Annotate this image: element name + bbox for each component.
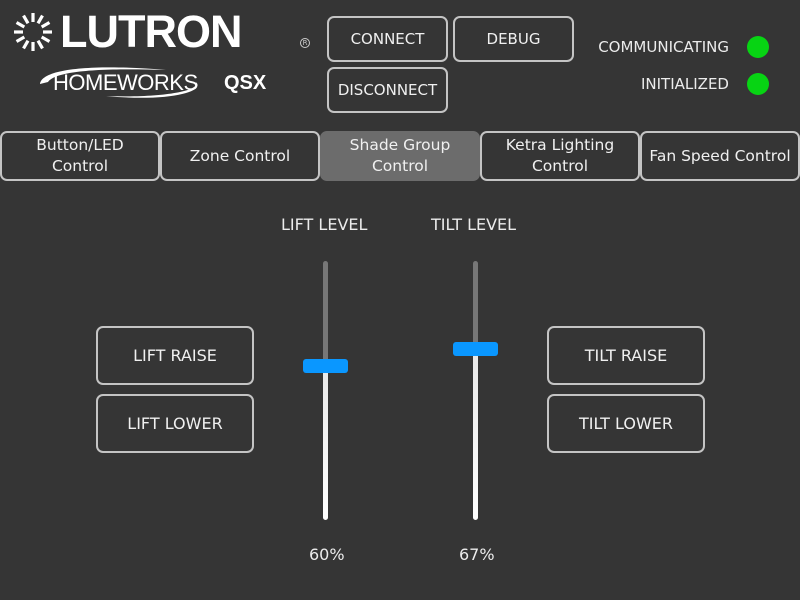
homeworks-wordmark: HOMEWORKS — [53, 70, 198, 95]
communicating-label: COMMUNICATING — [598, 38, 729, 56]
lift-lower-button[interactable]: LIFT LOWER — [96, 394, 254, 453]
lift-raise-label: LIFT RAISE — [133, 346, 217, 365]
tab-zone-control[interactable]: Zone Control — [160, 131, 320, 181]
initialized-label: INITIALIZED — [640, 75, 729, 93]
lutron-wordmark: LUTRON — [60, 6, 242, 57]
tab-button-led-control[interactable]: Button/LED Control — [0, 131, 160, 181]
tab-label-line2: Control — [531, 157, 589, 175]
tab-label-line1: Zone Control — [189, 146, 291, 165]
tab-label-line1: Ketra Lighting — [505, 136, 615, 154]
tilt-track-upper[interactable] — [473, 261, 478, 349]
registered-mark: R — [300, 38, 310, 48]
lift-track-upper[interactable] — [323, 261, 328, 365]
tab-label-line2: Control — [51, 157, 108, 175]
debug-button[interactable]: DEBUG — [453, 16, 574, 62]
tab-fan-speed-control[interactable]: Fan Speed Control — [640, 131, 800, 181]
lift-level-value: 60% — [309, 545, 345, 564]
lift-track-filled[interactable] — [323, 365, 328, 520]
debug-label: DEBUG — [486, 29, 541, 48]
tilt-level-value: 67% — [459, 545, 495, 564]
tilt-lower-button[interactable]: TILT LOWER — [547, 394, 705, 453]
tilt-raise-button[interactable]: TILT RAISE — [547, 326, 705, 385]
lift-raise-button[interactable]: LIFT RAISE — [96, 326, 254, 385]
tilt-raise-label: TILT RAISE — [584, 346, 668, 365]
disconnect-label: DISCONNECT — [337, 80, 438, 99]
qsx-wordmark: QSX — [224, 72, 267, 94]
tab-label-line2: Control — [371, 157, 429, 175]
lift-lower-label: LIFT LOWER — [127, 414, 223, 433]
connect-label: CONNECT — [350, 29, 425, 48]
lift-slider-handle[interactable] — [303, 359, 348, 373]
connect-button[interactable]: CONNECT — [327, 16, 448, 62]
swoosh-icon — [40, 67, 198, 98]
tab-label-line1: Fan Speed Control — [649, 146, 791, 165]
sunburst-icon — [14, 13, 52, 51]
tab-label-line1: Shade Group — [349, 136, 451, 154]
disconnect-button[interactable]: DISCONNECT — [327, 67, 448, 113]
initialized-indicator-icon — [747, 73, 769, 95]
lift-level-title: LIFT LEVEL — [281, 215, 368, 234]
tab-label-line1: Button/LED — [36, 136, 124, 154]
communicating-indicator-icon — [747, 36, 769, 58]
tilt-slider-handle[interactable] — [453, 342, 498, 356]
tilt-lower-label: TILT LOWER — [578, 414, 674, 433]
tilt-track-filled[interactable] — [473, 349, 478, 520]
tilt-level-title: TILT LEVEL — [431, 215, 517, 234]
